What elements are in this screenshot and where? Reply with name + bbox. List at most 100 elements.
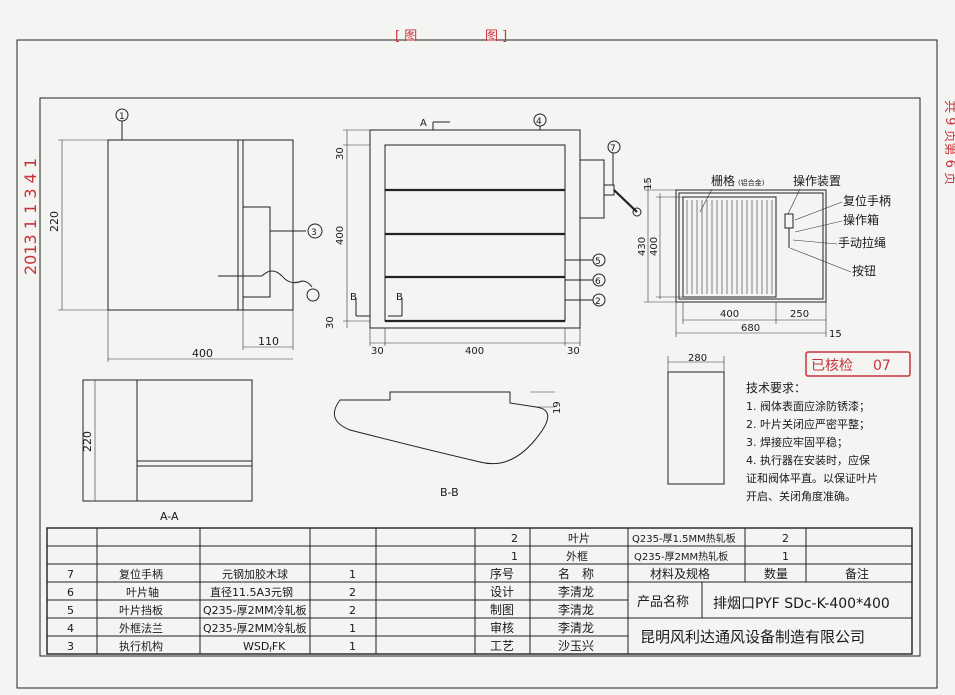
section-bb: 19 B-B: [333, 391, 563, 499]
label-operator-box: 操作箱: [843, 212, 879, 227]
section-mark-b-left: B: [350, 292, 357, 303]
callout-5: 5: [595, 257, 601, 267]
section-aa-dim: 220: [81, 431, 94, 452]
section-bb-label: B-B: [440, 486, 459, 499]
tech-item: 4. 执行器在安装时，应保: [746, 453, 870, 467]
section-mark-b-right: B: [396, 292, 403, 303]
callout-1: 1: [119, 112, 125, 122]
bom-spec: Q235-厚2MM冷轧板: [203, 603, 307, 617]
callout-3: 3: [311, 228, 317, 238]
tech-requirements: 技术要求： 1. 阀体表面应涂防锈漆； 2. 叶片关闭应严密平整； 3. 焊接应…: [746, 381, 878, 503]
bom-spec: Q235-厚2MM热轧板: [634, 550, 728, 563]
approved-stamp-text: 已核检: [811, 358, 853, 374]
small-side-view: 280: [667, 353, 725, 485]
blade-dim-center: 400: [465, 346, 484, 357]
blade-dim-left: 30: [371, 346, 384, 357]
bom-right: 2 叶片 Q235-厚1.5MM热轧板 2 1 外框 Q235-厚2MM热轧板 …: [490, 532, 869, 581]
label-pull-cord: 手动拉绳: [838, 235, 886, 250]
bom-name: 叶片挡板: [119, 603, 163, 617]
bom-qty: 1: [349, 640, 356, 653]
product-name: 排烟口PYF SDc-K-400*400: [713, 596, 890, 612]
tech-title: 技术要求：: [746, 381, 806, 395]
title-block: 设计 李清龙 制图 李清龙 审核 李清龙 工艺 沙玉兴 产品名称 排烟口PYF …: [490, 584, 890, 653]
bom-name: 复位手柄: [119, 567, 163, 581]
section-bb-dim: 19: [552, 401, 563, 414]
tech-item: 3. 焊接应牢固平稳；: [746, 435, 848, 449]
label-reset-handle: 复位手柄: [843, 193, 891, 208]
bom-spec: 元钢加胶木球: [222, 567, 288, 581]
blade-dim-right: 30: [567, 346, 580, 357]
approved-stamp: 已核检 07: [805, 351, 911, 377]
grille-view: 栅格 (铝合金) 操作装置 复位手柄 操作箱 手动拉绳 按钮 15 430 40…: [637, 173, 891, 340]
bom-spec: 直径11.5A3元钢: [210, 585, 293, 599]
operator-device: [784, 213, 794, 229]
role: 设计: [490, 585, 514, 599]
grille-slats: [686, 200, 773, 294]
header-name: 名 称: [558, 566, 594, 581]
bom-grid: [46, 527, 913, 655]
front-view-body: [107, 139, 294, 311]
header-no: 序号: [490, 566, 514, 581]
header-qty: 数量: [764, 566, 788, 581]
section-aa: 220 A-A: [81, 379, 253, 523]
tech-item: 证和阀体平直。以保证叶片: [746, 471, 878, 485]
grille-outer: [675, 189, 827, 303]
header-spec: 材料及规格: [650, 566, 710, 581]
bom-qty: 1: [782, 550, 789, 563]
person: 李清龙: [558, 602, 594, 617]
blade-dim-middle: 400: [335, 226, 346, 245]
callout-4: 4: [536, 117, 542, 127]
bom-no: 1: [511, 550, 518, 563]
inner-frame: [39, 97, 921, 657]
bom-left: 7 复位手柄 元钢加胶木球 1 6 叶片轴 直径11.5A3元钢 2 5 叶片挡…: [67, 567, 356, 654]
stamp-top-right: 图 ]: [485, 29, 507, 44]
tech-item: 1. 阀体表面应涂防锈漆；: [746, 399, 870, 413]
blade-dim-top: 30: [335, 147, 346, 160]
label-grille: 栅格: [711, 173, 735, 188]
role: 工艺: [490, 639, 514, 653]
grille-dim-400-vertical: 400: [649, 237, 660, 256]
person: 李清龙: [558, 584, 594, 599]
front-dim-width: 400: [192, 347, 213, 360]
bom-spec: Q235-厚1.5MM热轧板: [632, 532, 736, 545]
grille-dim-15-top: 15: [643, 177, 654, 190]
role: 制图: [490, 603, 514, 617]
bom-no: 2: [511, 532, 518, 545]
grille-dim-400-horizontal: 400: [720, 309, 739, 320]
blade-dim-bottom: 30: [325, 316, 336, 329]
bom-name: 叶片轴: [126, 585, 159, 599]
grille-frame: [682, 196, 777, 298]
section-aa-label: A-A: [160, 510, 179, 523]
grille-dim-250: 250: [790, 309, 809, 320]
bom-name: 叶片: [568, 532, 590, 545]
front-dim-height: 220: [48, 211, 61, 232]
page-mark: 共 9 页第 6 页: [942, 100, 955, 185]
small-view-dim: 280: [688, 353, 707, 364]
stamp-top-left: [ 图: [395, 29, 417, 44]
bom-no: 7: [67, 568, 74, 581]
label-button: 按钮: [852, 263, 876, 278]
callout-7: 7: [610, 144, 616, 154]
small-view-body: [667, 371, 725, 485]
bom-qty: 1: [349, 622, 356, 635]
label-operator: 操作装置: [793, 173, 841, 188]
product-label: 产品名称: [637, 594, 689, 610]
grille-dim-430: 430: [637, 237, 648, 256]
grille-dim-15-bottom: 15: [829, 329, 842, 340]
bom-name: 外框法兰: [119, 621, 163, 635]
bom-no: 3: [67, 640, 74, 653]
callout-6: 6: [595, 277, 601, 287]
bom-spec: WSDfFK: [243, 640, 286, 654]
section-mark-a: A: [420, 118, 427, 129]
pull-cord-ball: [306, 288, 320, 302]
callout-2: 2: [595, 297, 601, 307]
bom-qty: 2: [782, 532, 789, 545]
front-view: 1 3 220 110 400: [48, 108, 323, 362]
outer-frame: [16, 39, 938, 689]
bom-name: 外框: [566, 550, 588, 563]
person: 沙玉兴: [558, 639, 594, 653]
bom-qty: 2: [349, 586, 356, 599]
bom-spec: Q235-厚2MM冷轧板: [203, 621, 307, 635]
